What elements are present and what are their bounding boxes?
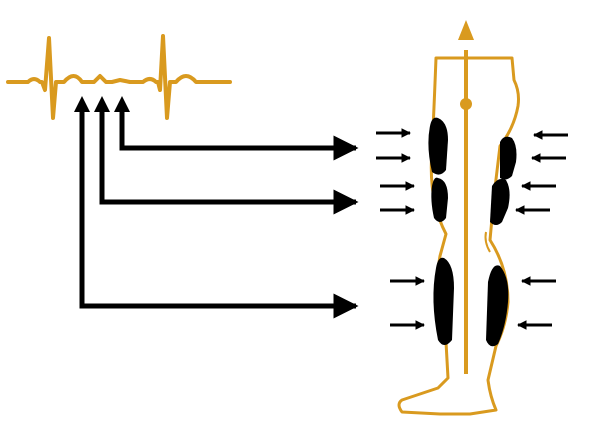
trigger-arrowhead-1	[74, 96, 90, 112]
trigger-arrowhead-3	[114, 96, 130, 112]
leg-outline	[397, 56, 520, 416]
knee-contour	[484, 231, 491, 253]
ecg-waveform	[6, 34, 232, 120]
upward-arrow-icon	[458, 20, 474, 40]
cuff-lower-thigh-front	[431, 177, 448, 222]
hip-joint	[460, 98, 472, 110]
cuff-upper-thigh-back	[500, 136, 517, 180]
connector-lower-thigh	[99, 110, 359, 215]
cuff-calf-front	[433, 257, 454, 345]
cuff-upper-thigh-front	[428, 117, 448, 175]
cuff-calf-back	[486, 265, 509, 347]
cuff-lower-thigh-back	[490, 178, 510, 225]
connector-calf	[79, 110, 359, 319]
trigger-arrowhead-2	[94, 96, 110, 112]
connector-upper-thigh	[119, 110, 359, 161]
